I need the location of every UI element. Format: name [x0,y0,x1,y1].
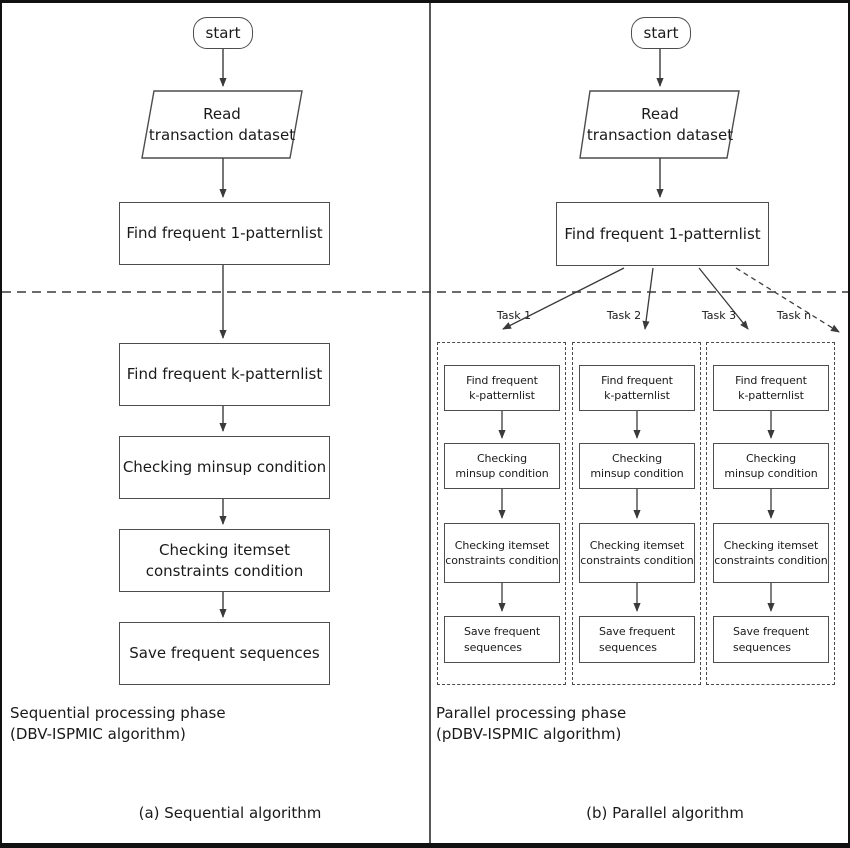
col1-checking-minsup-box: Checking minsup condition [444,443,560,489]
col1-save-sequences-box: Save frequent sequences [444,616,560,663]
task-column-1-container [437,342,566,685]
col2-checking-itemset-box: Checking itemset constraints condition [579,523,695,583]
start-node-left: start [193,17,253,49]
task-1-label: Task 1 [496,309,532,322]
col3-checking-minsup-box: Checking minsup condition [713,443,829,489]
checking-itemset-box-left: Checking itemset constraints condition [119,529,330,592]
start-node-right: start [631,17,691,49]
col1-checking-itemset-box: Checking itemset constraints condition [444,523,560,583]
find-1-patternlist-box-right: Find frequent 1-patternlist [556,202,769,266]
parallel-phase-label: Parallel processing phase (pDBV-ISPMIC a… [436,704,627,743]
task-n-label: Task n [776,309,812,322]
col2-checking-minsup-box: Checking minsup condition [579,443,695,489]
read-dataset-label-left: Read transaction dataset [148,105,296,144]
task-column-3-container [706,342,835,685]
task-column-2-container [572,342,701,685]
find-k-patternlist-box-left: Find frequent k-patternlist [119,343,330,406]
col3-find-k-box: Find frequent k-patternlist [713,365,829,411]
col3-save-sequences-box: Save frequent sequences [713,616,829,663]
save-sequences-box-left: Save frequent sequences [119,622,330,685]
col3-checking-itemset-box: Checking itemset constraints condition [713,523,829,583]
col2-find-k-box: Find frequent k-patternlist [579,365,695,411]
col2-save-sequences-box: Save frequent sequences [579,616,695,663]
checking-minsup-box-left: Checking minsup condition [119,436,330,499]
caption-parallel-algorithm: (b) Parallel algorithm [586,804,744,822]
task-2-label: Task 2 [606,309,642,322]
caption-sequential-algorithm: (a) Sequential algorithm [138,804,322,822]
read-dataset-label-right: Read transaction dataset [586,105,734,144]
col1-find-k-box: Find frequent k-patternlist [444,365,560,411]
task-3-label: Task 3 [701,309,737,322]
sequential-phase-label: Sequential processing phase (DBV-ISPMIC … [10,704,226,743]
arrow-task-n-dashed [735,267,840,333]
find-1-patternlist-box-left: Find frequent 1-patternlist [119,202,330,265]
